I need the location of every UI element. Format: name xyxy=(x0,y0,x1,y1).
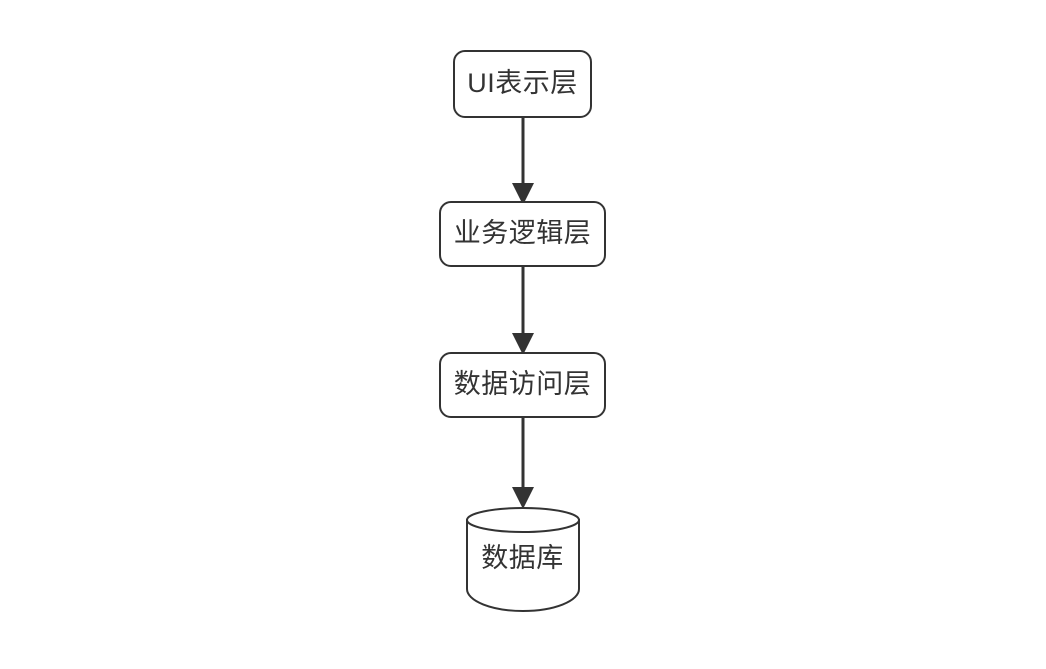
arrowhead-icon xyxy=(512,183,534,205)
node-database[interactable]: 数据库 xyxy=(466,507,580,612)
arrowhead-icon xyxy=(512,487,534,509)
edge-dao-to-db xyxy=(512,416,534,509)
cylinder-body-shape xyxy=(466,519,580,612)
node-label: 业务逻辑层 xyxy=(454,218,592,248)
node-ui-presentation-layer[interactable]: UI表示层 xyxy=(453,50,592,118)
node-business-logic-layer[interactable]: 业务逻辑层 xyxy=(439,201,606,267)
edge-logic-to-dao xyxy=(512,266,534,355)
node-data-access-layer[interactable]: 数据访问层 xyxy=(439,352,606,418)
node-label: 数据库 xyxy=(481,543,564,573)
node-label: 数据访问层 xyxy=(454,369,592,399)
cylinder-top-ellipse xyxy=(466,507,580,533)
edge-ui-to-logic xyxy=(512,117,534,205)
node-shape-rounded-rect xyxy=(439,352,606,418)
node-shape-rounded-rect xyxy=(453,50,592,118)
node-label: UI表示层 xyxy=(467,68,578,98)
node-shape-rounded-rect xyxy=(439,201,606,267)
arrowhead-icon xyxy=(512,333,534,355)
